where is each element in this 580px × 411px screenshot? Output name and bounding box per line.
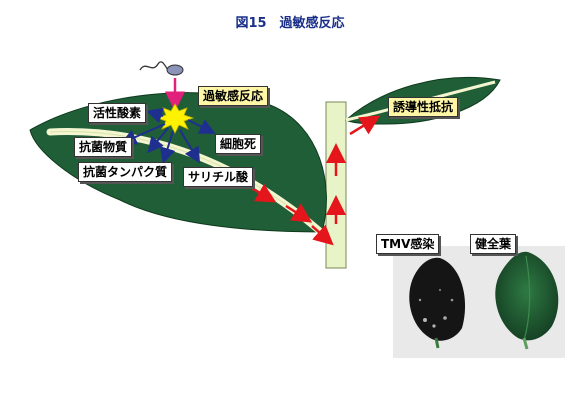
label-salicylic-acid: サリチル酸 (183, 167, 254, 187)
label-antimicrobial-protein: 抗菌タンパク質 (78, 162, 173, 182)
arrow-to-active-oxygen (146, 107, 164, 124)
branch-arrow (349, 115, 381, 136)
arrow-to-salicylic (179, 129, 201, 164)
arrow-to-cell-death (187, 119, 216, 134)
label-cell-death: 細胞死 (215, 134, 262, 154)
label-healthy-leaf: 健全葉 (470, 234, 517, 254)
label-antimicrobial-substance: 抗菌物質 (74, 137, 133, 157)
figure-title: 図15 過敏感反応 (235, 16, 345, 31)
arrow-to-antimicrobial-substance-2 (147, 127, 169, 154)
signal-arrow-3 (311, 224, 334, 246)
signal-arrow-1 (247, 183, 277, 203)
arrow-to-antimicrobial-protein (159, 130, 176, 164)
label-active-oxygen: 活性酸素 (88, 103, 147, 123)
pathogen-icon (166, 64, 184, 76)
burst-icon (155, 103, 195, 134)
label-induced-resistance: 誘導性抵抗 (388, 97, 459, 117)
healthy-leaf-photo (495, 251, 559, 341)
label-hypersensitive-response: 過敏感反応 (198, 86, 269, 106)
pathogen-flagellum (139, 61, 169, 71)
label-tmv-infected: TMV感染 (376, 234, 440, 254)
signal-arrow-2 (285, 203, 313, 223)
